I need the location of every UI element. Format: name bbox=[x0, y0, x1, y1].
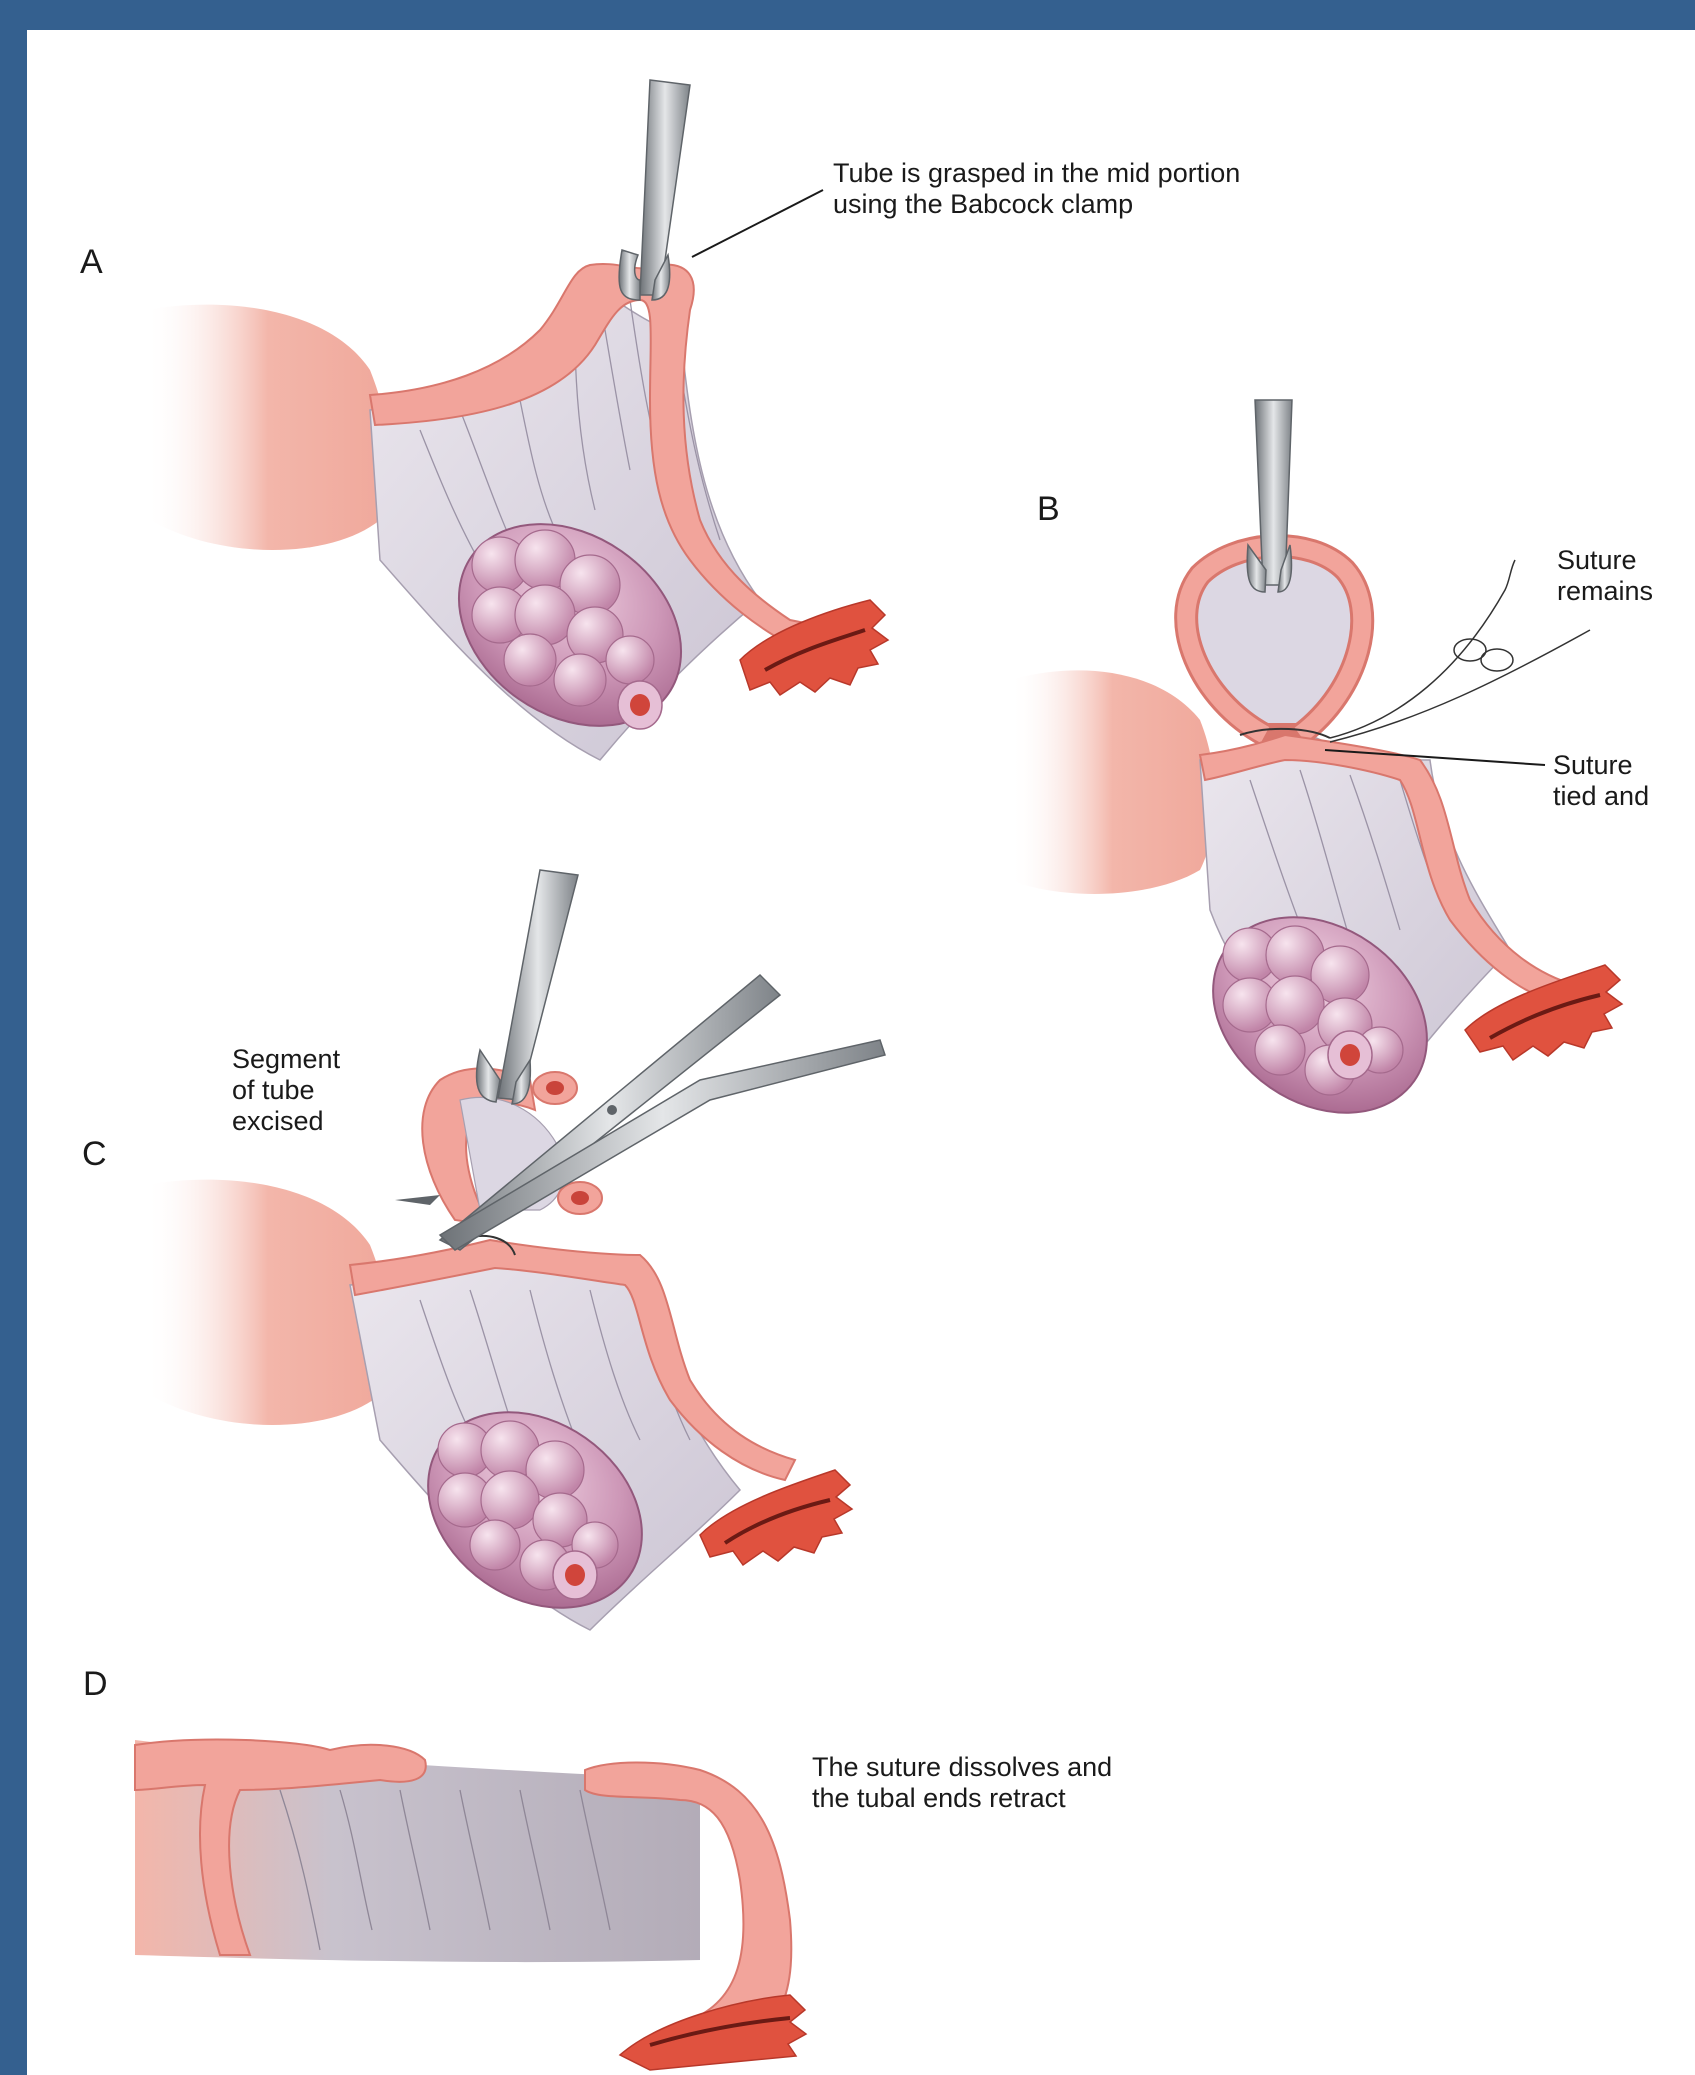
panel-a-drawing bbox=[145, 80, 888, 768]
panel-label-c: C bbox=[82, 1135, 107, 1174]
panel-b-clamp-icon bbox=[1247, 400, 1292, 592]
callout-panel-a: Tube is grasped in the mid portion using… bbox=[833, 158, 1240, 220]
panel-d-drawing bbox=[135, 1740, 806, 2070]
panel-label-d: D bbox=[83, 1665, 108, 1704]
panel-label-a: A bbox=[80, 243, 103, 282]
panel-b-drawing bbox=[1010, 400, 1622, 1153]
panel-c-drawing bbox=[145, 870, 885, 1648]
callout-suture-tied: Suture tied and bbox=[1553, 750, 1649, 812]
panel-a-uterus bbox=[145, 305, 391, 550]
panel-c-clamp-icon bbox=[477, 870, 578, 1104]
callout-suture-dissolves: The suture dissolves and the tubal ends … bbox=[812, 1752, 1112, 1814]
panel-label-b: B bbox=[1037, 490, 1060, 529]
panel-b-uterus bbox=[1010, 670, 1215, 894]
callout-segment-excised: Segment of tube excised bbox=[232, 1044, 340, 1137]
callout-suture-remains: Suture remains bbox=[1557, 545, 1653, 607]
